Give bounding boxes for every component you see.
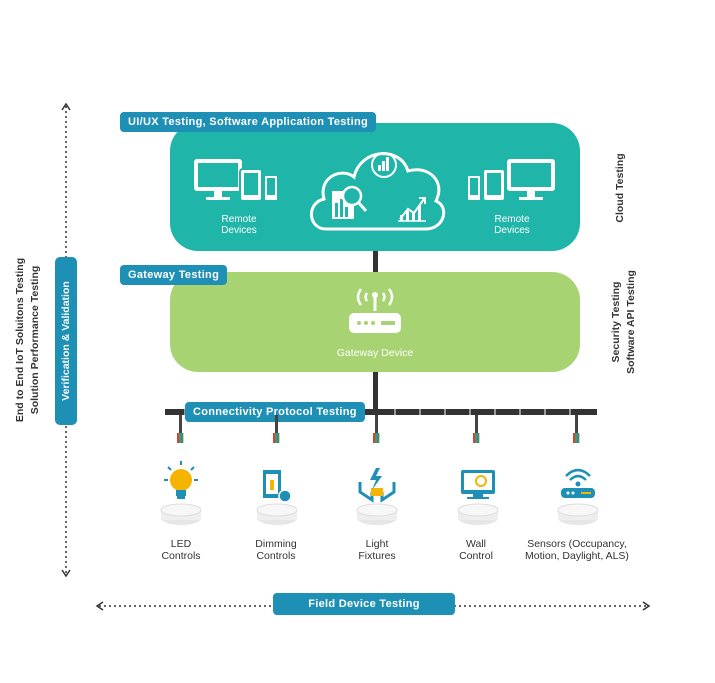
device-label-sensors: Sensors (Occupancy, Motion, Daylight, AL…: [512, 538, 642, 562]
device-label-line2: Controls: [256, 550, 296, 562]
uiux-testing-tag: UI/UX Testing, Software Application Test…: [120, 112, 377, 132]
wire-connector: [273, 433, 280, 443]
device-label-dimming: Dimming Controls: [211, 538, 341, 562]
device-label-led: LED Controls: [116, 538, 246, 562]
device-label-line2: Fixtures: [358, 550, 396, 562]
wire-connector: [473, 433, 480, 443]
drop-wire: [179, 415, 182, 435]
remote-devices-left-line1: Remote: [221, 214, 257, 225]
bulb-icon: [160, 461, 202, 525]
device-label-line1: Sensors (Occupancy,: [527, 538, 627, 550]
gateway-testing-tag: Gateway Testing: [120, 265, 228, 285]
gateway-bus-connector: [373, 372, 378, 412]
sensor-icon: [557, 468, 599, 525]
gateway-router-icon: [349, 288, 401, 333]
device-label-fixtures: Light Fixtures: [312, 538, 442, 562]
remote-devices-left-line2: Devices: [221, 225, 257, 236]
dimmer-icon: [256, 470, 298, 525]
remote-devices-right-line2: Devices: [494, 225, 530, 236]
drop-wire: [275, 415, 278, 435]
cloud-analytics-icon: [310, 152, 446, 231]
remote-devices-icon: [194, 159, 279, 202]
device-label-line1: Light: [365, 538, 389, 550]
cloud-gateway-connector: [373, 251, 378, 272]
fixture-icon: [356, 468, 398, 525]
cloud-testing-label: Cloud Testing: [614, 153, 626, 223]
vertical-dotted-arrow: [61, 102, 71, 578]
drop-wire: [575, 415, 578, 435]
device-label-line2: Controls: [161, 550, 201, 562]
wire-connector: [373, 433, 380, 443]
device-label-wall: Wall Control: [411, 538, 541, 562]
field-device-testing-tag: Field Device Testing: [273, 593, 455, 615]
remote-devices-icon: [466, 159, 555, 202]
e2e-testing-label: End to End IoT Soluitons Testing: [14, 257, 26, 423]
security-testing-label: Security Testing: [610, 281, 622, 363]
wall-control-icon: [457, 470, 499, 525]
drop-wire: [375, 415, 378, 435]
horizontal-dotted-arrow: [95, 601, 651, 611]
device-label-line1: Dimming: [255, 538, 297, 550]
remote-devices-right-label: Remote Devices: [477, 214, 547, 236]
remote-devices-right-line1: Remote: [494, 214, 530, 225]
drop-wire: [475, 415, 478, 435]
device-label-line2: Motion, Daylight, ALS): [525, 550, 629, 562]
software-api-testing-label: Software API Testing: [625, 270, 637, 374]
verification-validation-tag: [55, 257, 77, 425]
wire-connector: [177, 433, 184, 443]
gateway-device-label: Gateway Device: [336, 347, 414, 359]
device-label-line1: Wall: [465, 538, 487, 550]
device-label-line1: LED: [170, 538, 192, 550]
device-label-line2: Control: [459, 550, 493, 562]
solution-performance-label: Solution Performance Testing: [29, 265, 41, 415]
connectivity-protocol-tag: Connectivity Protocol Testing: [185, 402, 365, 422]
remote-devices-left-label: Remote Devices: [204, 214, 274, 236]
verification-validation-label: Verification & Validation: [60, 281, 72, 401]
wire-connector: [573, 433, 580, 443]
